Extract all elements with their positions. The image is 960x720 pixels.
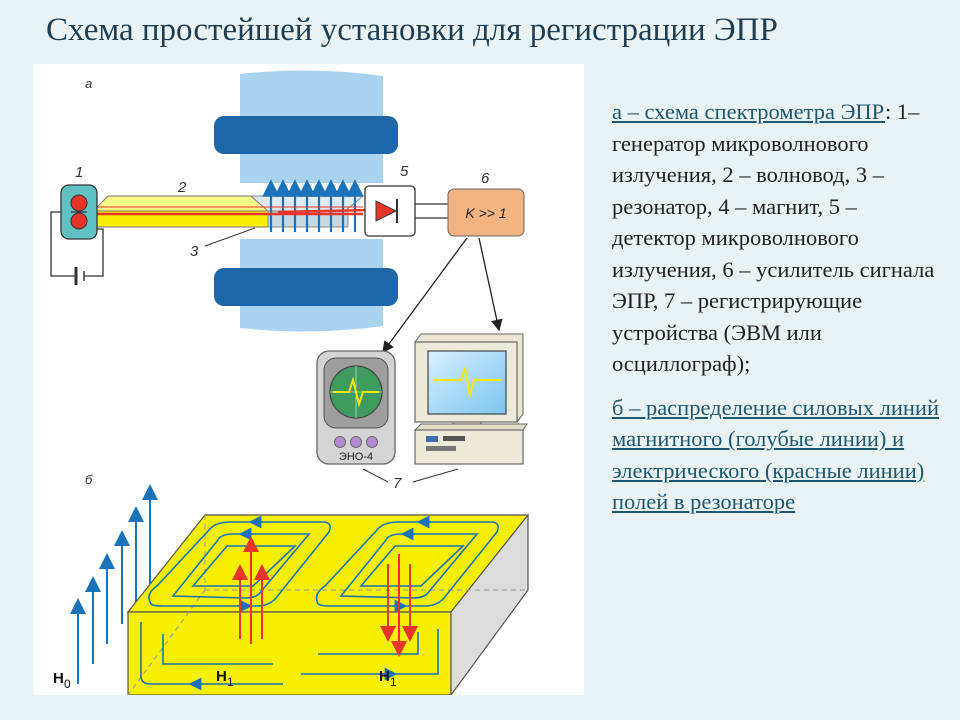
magnetic-field-loops [140,521,499,685]
caption-a-text: : 1–генератор микроволнового излучения, … [612,99,935,376]
amplifier-gain-label: K >> 1 [465,205,506,221]
label-b: б [85,472,93,487]
h1-subscript-left: 1 [227,675,234,689]
label-num-1: 1 [75,164,83,181]
label-num-3: 3 [190,243,199,260]
h1-subscript-right: 1 [390,675,397,689]
microwave-beam [88,206,372,216]
detector [364,185,416,237]
label-num-7: 7 [393,475,402,492]
amplifier: K >> 1 [447,188,525,237]
figure-caption: а – схема спектрометра ЭПР: 1–генератор … [612,96,942,530]
caption-part-a: а – схема спектрометра ЭПР: 1–генератор … [612,96,942,380]
caption-b-link[interactable]: б – распределение силовых линий магнитно… [612,394,940,515]
resonator-box [126,513,530,695]
h0-subscript: 0 [64,677,71,691]
magnet [214,70,398,332]
label-num-6: 6 [481,170,490,187]
computer [413,333,528,465]
label-num-5: 5 [400,163,409,180]
microwave-generator [50,184,104,285]
external-field-arrows [70,484,158,684]
oscilloscope: ЭНО-4 [316,350,396,465]
h1-label-right: H [379,668,390,685]
label-num-2: 2 [177,179,187,196]
slide-title: Схема простейшей установки для регистрац… [46,12,778,48]
oscilloscope-model-label: ЭНО-4 [339,451,373,463]
h0-label: H [53,670,64,687]
h1-label-left: H [216,668,227,685]
epr-setup-figure: а 4 [33,64,584,695]
electric-field-lines [232,536,418,657]
label-a: а [85,76,92,91]
caption-a-link[interactable]: а – схема спектрометра ЭПР [612,99,886,124]
caption-part-b: б – распределение силовых линий магнитно… [612,392,942,518]
waveguide [91,195,270,228]
